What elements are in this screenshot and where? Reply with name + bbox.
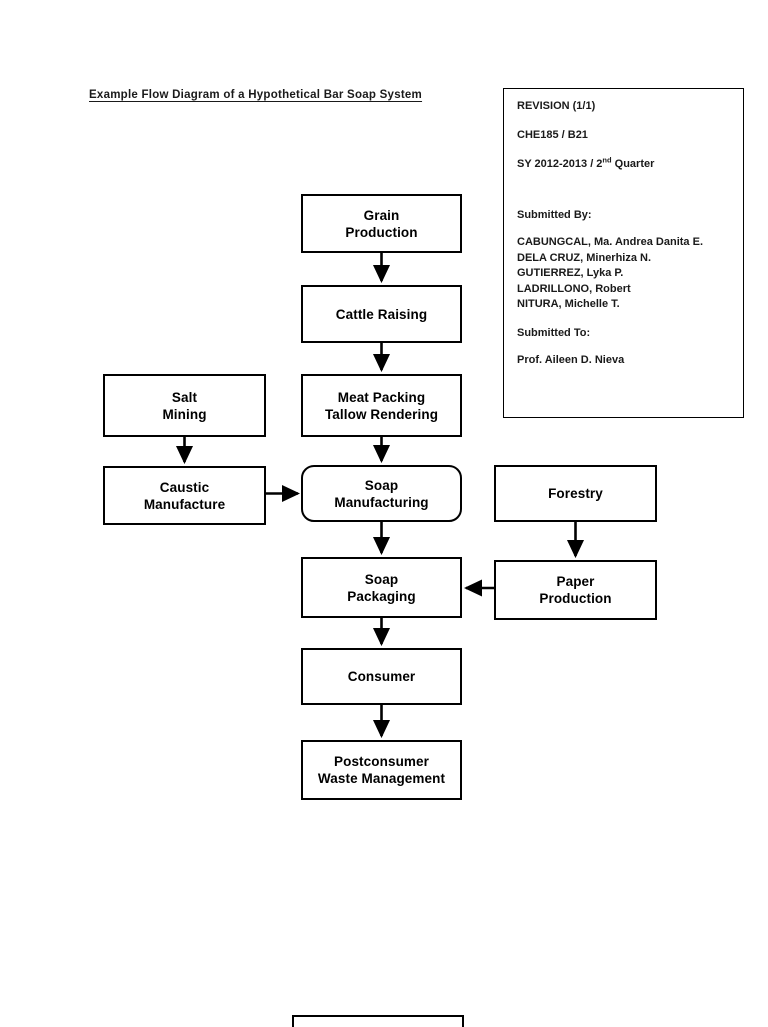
node-label: Grain Production [345, 207, 418, 240]
list-item: GUTIERREZ, Lyka P. [517, 267, 624, 279]
node-label: Soap Packaging [347, 571, 416, 604]
node-label: Postconsumer Waste Management [317, 754, 446, 786]
node-label: Forestry [548, 486, 603, 501]
revision-info-panel: REVISION (1/1) CHE185 / B21 SY 2012-2013… [503, 88, 744, 418]
node-label: Paper Production [539, 574, 612, 606]
list-item: NITURA, Michelle T. [517, 298, 620, 310]
term-suffix: Quarter [611, 158, 655, 170]
revision-panel-content: REVISION (1/1) CHE185 / B21 SY 2012-2013… [517, 99, 735, 367]
node-meat-packing-tallow-rendering[interactable]: Meat Packing Tallow Rendering [301, 374, 462, 437]
school-year-term: SY 2012-2013 / 2nd Quarter [517, 155, 735, 171]
professor-name: Prof. Aileen D. Nieva [517, 353, 625, 366]
node-label: Meat Packing Tallow Rendering [324, 389, 439, 422]
node-label: Soap Manufacturing [334, 477, 429, 510]
node-grain-production[interactable]: Grain Production [301, 194, 462, 253]
submitted-by-label: Submitted By: [517, 209, 592, 221]
node-label: Caustic Manufacture [143, 479, 226, 512]
node-partial-bottom-box[interactable] [292, 1015, 464, 1027]
node-consumer[interactable]: Consumer [301, 648, 462, 705]
list-item: CABUNGCAL, Ma. Andrea Danita E. [517, 236, 704, 248]
node-paper-production[interactable]: Paper Production [494, 560, 657, 620]
revision-number: REVISION (1/1) [517, 100, 596, 112]
list-item: LADRILLONO, Robert [517, 282, 631, 295]
course-code: CHE185 / B21 [517, 129, 588, 141]
page-title: Example Flow Diagram of a Hypothetical B… [89, 89, 423, 101]
node-label: Salt Mining [162, 389, 207, 422]
node-cattle-raising[interactable]: Cattle Raising [301, 285, 462, 343]
node-soap-manufacturing[interactable]: Soap Manufacturing [301, 465, 462, 522]
term-prefix: SY 2012-2013 / 2 [517, 158, 603, 170]
student-list: CABUNGCAL, Ma. Andrea Danita E. DELA CRU… [517, 235, 735, 313]
node-label: Consumer [347, 669, 416, 684]
list-item: DELA CRUZ, Minerhiza N. [517, 251, 652, 264]
node-soap-packaging[interactable]: Soap Packaging [301, 557, 462, 618]
term-superscript: nd [602, 155, 612, 165]
node-salt-mining[interactable]: Salt Mining [103, 374, 266, 437]
node-forestry[interactable]: Forestry [494, 465, 657, 522]
node-label: Cattle Raising [335, 306, 428, 322]
node-postconsumer-waste-management[interactable]: Postconsumer Waste Management [301, 740, 462, 800]
submitted-to-label: Submitted To: [517, 326, 591, 339]
node-caustic-manufacture[interactable]: Caustic Manufacture [103, 466, 266, 525]
